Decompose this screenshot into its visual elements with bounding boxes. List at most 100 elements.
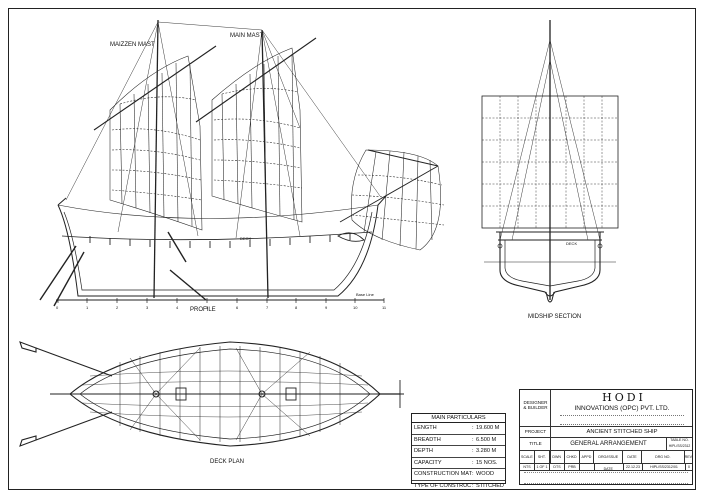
section-gunwale-left — [497, 243, 503, 249]
station-11: 11 — [382, 305, 387, 310]
profile-hull — [57, 204, 379, 297]
profile-rigging — [65, 21, 381, 239]
section-shrouds — [499, 39, 601, 241]
header-rev: REV — [684, 455, 692, 459]
project-name: ANCIENT STITCHED SHIP — [586, 429, 658, 435]
project-label: PROJECT — [524, 429, 547, 434]
particulars-key: LENGTH — [414, 425, 437, 431]
profile-view — [39, 19, 445, 307]
table-row: BREADTH: 6.500 M — [412, 435, 505, 446]
particulars-key: DEPTH — [414, 448, 433, 454]
title-block-value-row: NTS 1 OF 1 DTS PRB 22.12.23 HIPL/SS/2312… — [520, 464, 692, 470]
header-drg-no: DRG NO. — [642, 451, 685, 463]
table-no-value: HIPL/SS/2312 — [668, 444, 691, 448]
designer-label: DESIGNER & BUILDER — [523, 400, 548, 410]
fore-sail — [351, 149, 445, 251]
station-7: 7 — [266, 305, 269, 310]
profile-hull-inner — [63, 211, 373, 291]
section-gunwale-right — [597, 243, 603, 249]
sheet-border — [8, 8, 696, 490]
copyright-note-lines — [524, 472, 688, 484]
section-keel — [545, 291, 555, 303]
company-name: INNOVATIONS (OPC) PVT. LTD. — [574, 405, 670, 412]
deck-plan-title: DECK PLAN — [210, 459, 245, 465]
header-scale: SCALE — [520, 451, 535, 463]
table-row: TYPE OF CONSTRUCTION: STITCHED — [412, 481, 505, 492]
profile-deck-label: DECK — [240, 236, 252, 241]
main-sail — [211, 47, 303, 223]
station-8: 8 — [295, 305, 298, 310]
station-6: 6 — [236, 305, 239, 310]
deck-plan-hatch-aft — [175, 387, 187, 401]
station-3: 3 — [146, 305, 149, 310]
value-drg-no: HIPL/SS/2312/01 — [643, 464, 686, 470]
midship-section-view — [481, 20, 619, 303]
bow-ornament — [337, 232, 365, 242]
mizzen-sail — [109, 55, 203, 231]
section-hull — [499, 232, 601, 297]
value-checked: PRB — [565, 464, 580, 470]
table-row: DEPTH: 3.280 M — [412, 446, 505, 458]
company-logo: HODI — [602, 392, 646, 404]
particulars-title: MAIN PARTICULARS — [412, 414, 505, 423]
particulars-value: 19.600 M — [476, 425, 500, 431]
deck-plan-planks — [81, 370, 369, 418]
main-yard — [195, 37, 317, 123]
drawing-title: GENERAL ARRANGEMENT — [570, 441, 647, 447]
particulars-key: CAPACITY — [414, 459, 442, 466]
header-issue-date: DRG/ISSUE DATE — [594, 451, 624, 471]
particulars-key: CONSTRUCTION MATERIAL — [414, 471, 472, 477]
deck-plan-rigging — [129, 347, 311, 441]
main-mast-label: MAIN MAST — [230, 33, 264, 39]
section-sail-grid — [482, 96, 618, 228]
table-row: CONSTRUCTION MATERIAL: WOOD — [412, 469, 505, 481]
profile-beam-ticks — [89, 233, 351, 248]
station-10: 10 — [353, 305, 358, 310]
company-address-lines — [560, 415, 684, 425]
title-label: TITLE — [529, 441, 542, 446]
deck-plan-oars — [19, 341, 113, 447]
station-5: 5 — [206, 305, 209, 310]
deck-plan-beams — [119, 346, 341, 442]
section-hull-inner — [504, 240, 596, 287]
profile-sheer-line — [57, 204, 379, 219]
particulars-value: 6.500 M — [476, 436, 497, 443]
main-mast — [261, 29, 269, 299]
deck-plan-mizzen-mast — [152, 390, 160, 398]
header-checked: CHKD — [565, 451, 580, 463]
value-approved — [580, 464, 595, 470]
table-row: LENGTH: 19.600 M — [412, 423, 505, 435]
midship-section-title: MIDSHIP SECTION — [528, 314, 582, 320]
main-particulars-table: MAIN PARTICULARS LENGTH: 19.600 M BREADT… — [411, 413, 506, 489]
value-issue-date — [595, 464, 624, 470]
station-1: 1 — [86, 305, 89, 310]
value-drawn: DTS — [550, 464, 565, 470]
fore-yard — [367, 149, 439, 167]
particulars-key: TYPE OF CONSTRUCTION — [414, 482, 472, 489]
value-rev: 0 — [688, 465, 690, 469]
title-block-header-row: SCALE SHT. DWN CHKD APPD DRG/ISSUE DATE … — [520, 451, 692, 471]
base-line-label: Base Line — [356, 292, 374, 297]
value-sheet: 1 OF 1 — [535, 464, 550, 470]
deck-plan-main-mast — [258, 390, 266, 398]
particulars-value: 15 NOS. — [476, 459, 498, 466]
value-date: 22.12.23 — [624, 464, 643, 470]
mizzen-yard — [93, 45, 217, 131]
steering-oars — [39, 231, 207, 307]
profile-station-ticks — [57, 298, 385, 303]
deck-plan-view — [19, 341, 404, 447]
station-4: 4 — [176, 305, 179, 310]
section-deck-label: DECK — [566, 241, 578, 246]
station-2: 2 — [116, 305, 119, 310]
particulars-value: STITCHED — [476, 482, 504, 489]
mizzen-mast — [153, 19, 159, 299]
header-sheet: SHT. — [535, 451, 550, 463]
table-row: CAPACITY: 15 NOS. — [412, 458, 505, 469]
station-9: 9 — [325, 305, 328, 310]
stem-post — [377, 195, 387, 206]
station-0: 0 — [56, 305, 59, 310]
stern-post — [57, 197, 67, 206]
header-approved: APPD — [580, 451, 595, 463]
value-scale: NTS — [520, 464, 535, 470]
